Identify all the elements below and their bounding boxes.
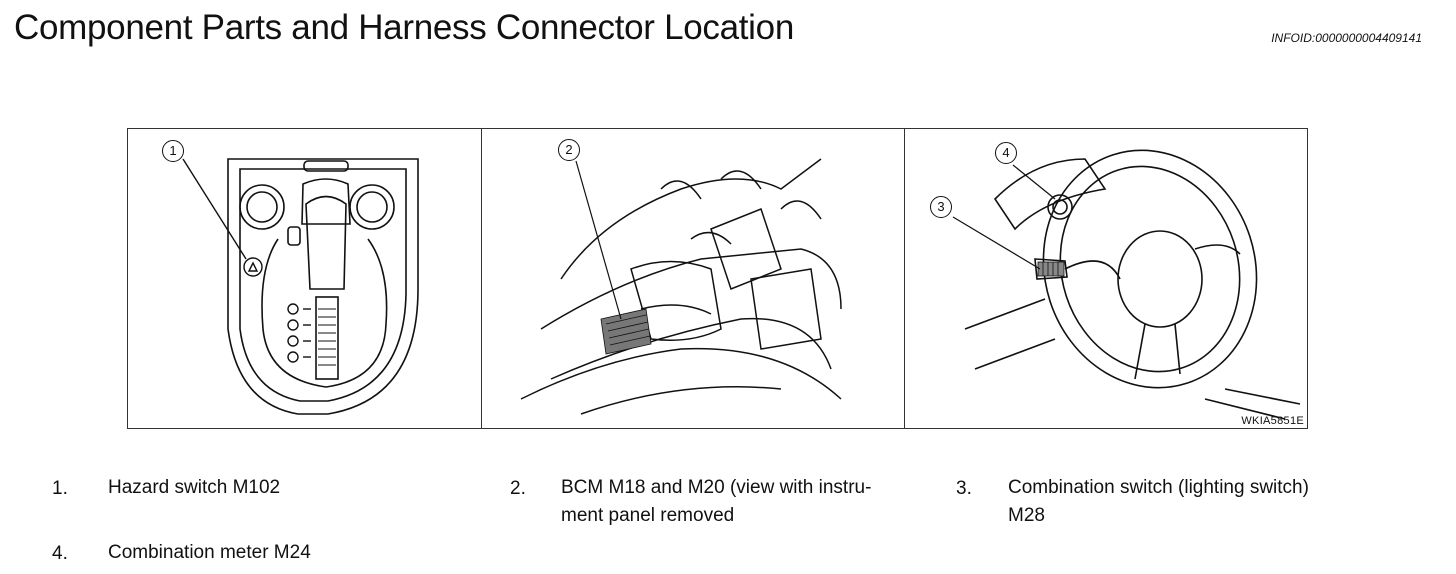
callout-1: 1 (162, 140, 184, 162)
legend-text-2b: ment panel removed (561, 505, 735, 526)
legend-num-2: 2. (510, 478, 526, 499)
component-location-figure: 1 2 (127, 128, 1308, 429)
callout-2: 2 (558, 139, 580, 161)
bcm-illustration (520, 158, 842, 415)
console-panel: 1 (128, 129, 482, 428)
steering-illustration (952, 149, 1301, 420)
legend-text-3a: Combination switch (lighting switch) (1008, 477, 1309, 498)
bcm-panel: 2 (481, 129, 905, 428)
legend-num-3: 3. (956, 478, 972, 499)
legend-text-1: Hazard switch M102 (108, 477, 281, 498)
steering-panel: 3 4 WKIA5851E (905, 129, 1308, 428)
legend-num-1: 1. (52, 478, 68, 499)
legend-text-4: Combination meter M24 (108, 542, 311, 563)
legend-num-4: 4. (52, 543, 68, 564)
callout-3: 3 (930, 196, 952, 218)
page-title: Component Parts and Harness Connector Lo… (14, 8, 794, 47)
legend-text-3b: M28 (1008, 505, 1045, 526)
console-illustration (182, 158, 419, 415)
legend-text-2a: BCM M18 and M20 (view with instru- (561, 477, 872, 498)
info-id: INFOID:0000000004409141 (1271, 31, 1422, 45)
callout-4: 4 (995, 142, 1017, 164)
figure-code: WKIA5851E (1241, 415, 1304, 427)
